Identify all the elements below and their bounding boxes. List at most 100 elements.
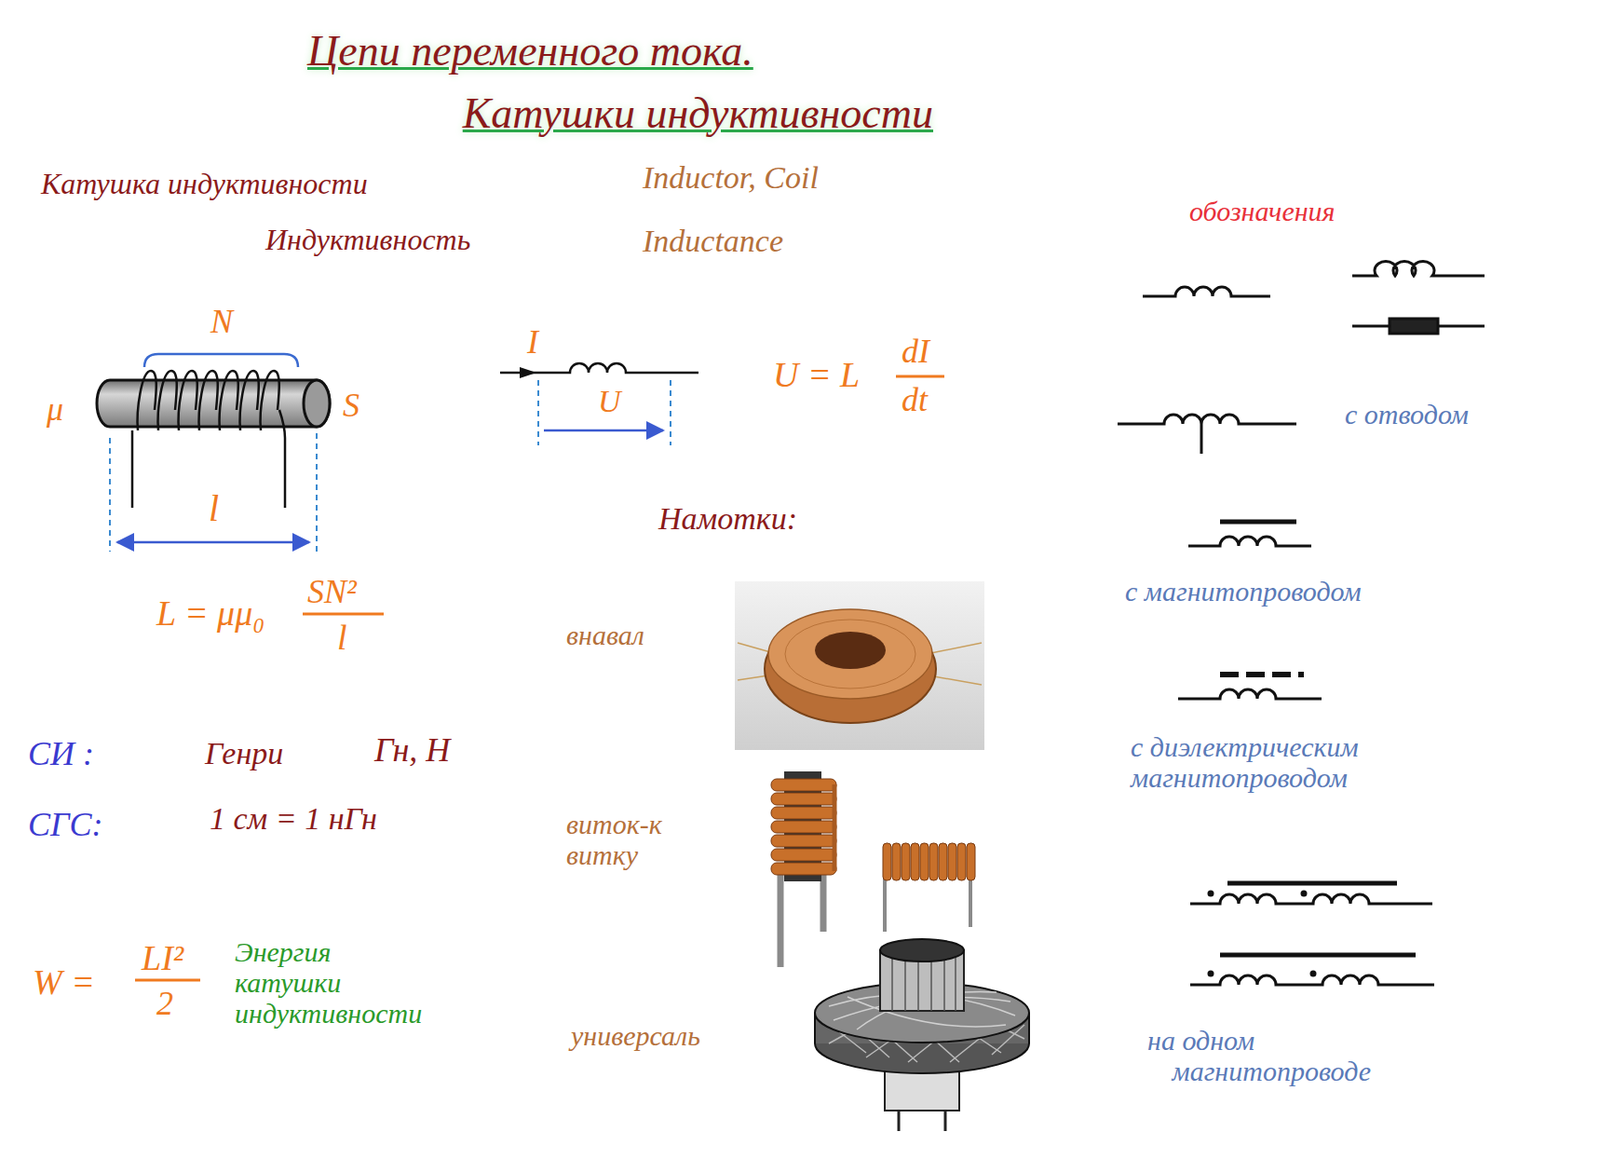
coil-illustration: [199, 370, 218, 431]
inductor-symbol: [537, 379, 540, 446]
coil-photo: [882, 875, 887, 932]
inductor-symbol: [1117, 414, 1297, 424]
dimension-marks: [315, 433, 318, 552]
coil-illustration: [178, 370, 198, 431]
winding-label: внавал: [566, 619, 645, 651]
coil-photo: [892, 842, 901, 881]
formula-part: dI: [901, 333, 930, 371]
formula-part: 2: [156, 985, 174, 1023]
inductor-symbol: [1301, 890, 1308, 897]
universal-winding: [944, 1110, 948, 1131]
coil-photo: [777, 866, 785, 967]
term-label: Inductor, Coil: [642, 160, 819, 195]
quantity-label: U: [597, 383, 622, 419]
coil-photo: [771, 806, 837, 819]
symbol-label: с отводом: [1344, 398, 1469, 430]
quantity-label: N: [210, 303, 233, 341]
term-label: Inductance: [642, 223, 784, 258]
unit-system: СИ :: [27, 735, 95, 773]
section-heading: Намотки:: [658, 501, 798, 536]
coil-photo: [771, 862, 837, 875]
coil-photo: [771, 778, 837, 791]
toroid-photo: [734, 581, 985, 750]
coil-photo: [901, 842, 910, 881]
inductor-symbol: [1188, 536, 1312, 546]
coil-photo: [957, 842, 966, 881]
inductor-symbol: [1220, 519, 1297, 525]
formula-part: SN²: [307, 573, 357, 611]
quantity-label: μ: [46, 391, 64, 429]
coil-illustration: [96, 370, 330, 508]
formula-part: LI²: [141, 938, 184, 978]
coil-illustration: [303, 379, 330, 427]
page-title: Цепи переменного тока. Катушки индуктивн…: [307, 20, 934, 145]
quantity-label: S: [342, 387, 360, 425]
inductor-symbol: [500, 363, 699, 446]
dimension-marks: [144, 353, 299, 367]
coil-illustration: [131, 430, 135, 508]
section-heading: обозначения: [1189, 195, 1336, 227]
coil-illustration: [240, 370, 259, 431]
dimension-marks: [117, 541, 310, 544]
inductor-symbol: [1190, 894, 1433, 904]
inductor-symbol: [1200, 423, 1204, 454]
toroid-photo: [785, 619, 916, 689]
inductor-symbol: [1207, 890, 1215, 897]
coil-photo: [771, 834, 837, 847]
inductor-symbol: [1310, 970, 1317, 977]
inductor-symbol: [1352, 260, 1485, 276]
fraction-bar: [302, 612, 384, 616]
term-label: Индуктивность: [265, 223, 471, 257]
inductor-symbol: [1220, 952, 1416, 958]
unit-system: СГС:: [27, 806, 104, 844]
inductor-symbol: [543, 429, 664, 433]
universal-winding: [892, 954, 956, 1011]
toroid-photo: [734, 581, 985, 750]
note-label: Энергия катушки индуктивности: [234, 935, 422, 1029]
universal-winding: [814, 938, 1030, 1131]
fraction-bar: [135, 376, 945, 980]
toroid-photo: [814, 631, 886, 669]
winding-label: универсаль: [570, 1019, 701, 1051]
formula-part: dt: [901, 381, 928, 420]
coil-photo: [938, 842, 948, 881]
inductor-symbol: [1117, 260, 1485, 985]
dimension-marks: [109, 353, 317, 552]
symbol-label: на одном магнитопроводе: [1147, 1024, 1371, 1086]
coil-photo: [929, 842, 938, 881]
coil-photo: [771, 771, 976, 967]
formula-part: W =: [32, 962, 95, 1003]
inductor-symbol: [1389, 318, 1438, 334]
quantity-label: I: [527, 324, 539, 362]
coil-photo: [948, 842, 957, 881]
winding-label: виток-к витку: [566, 808, 706, 870]
inductor-symbol: [1207, 970, 1215, 977]
coil-photo: [771, 792, 837, 805]
toroid-photo: [768, 609, 933, 699]
coil-photo: [966, 842, 976, 881]
coil-photo: [771, 820, 837, 833]
formula-part: L = μμ₀: [156, 594, 265, 634]
coil-photo: [968, 875, 973, 927]
symbol-label: с диэлектрическим магнитопроводом: [1130, 731, 1438, 793]
symbol-label: с магнитопроводом: [1125, 575, 1362, 607]
formula-part: U = L: [772, 355, 860, 395]
coil-photo: [771, 848, 837, 861]
inductor-symbol: [519, 366, 537, 379]
coil-photo: [882, 842, 892, 881]
coil-illustration: [219, 370, 239, 431]
inductor-symbol: [1142, 286, 1271, 297]
universal-winding: [897, 1110, 901, 1131]
coil-photo: [832, 784, 838, 871]
coil-illustration: [158, 370, 177, 431]
inductor-symbol: [1227, 881, 1397, 886]
inductor-symbol: [1190, 975, 1435, 985]
inductor-symbol: [669, 379, 672, 446]
quantity-label: l: [208, 488, 219, 529]
inductor-symbol: [1178, 689, 1322, 699]
coil-illustration: [137, 370, 157, 431]
unit-label: Генри: [204, 735, 284, 771]
coil-illustration: [279, 409, 285, 508]
universal-winding: [880, 938, 964, 962]
coil-photo: [910, 842, 920, 881]
